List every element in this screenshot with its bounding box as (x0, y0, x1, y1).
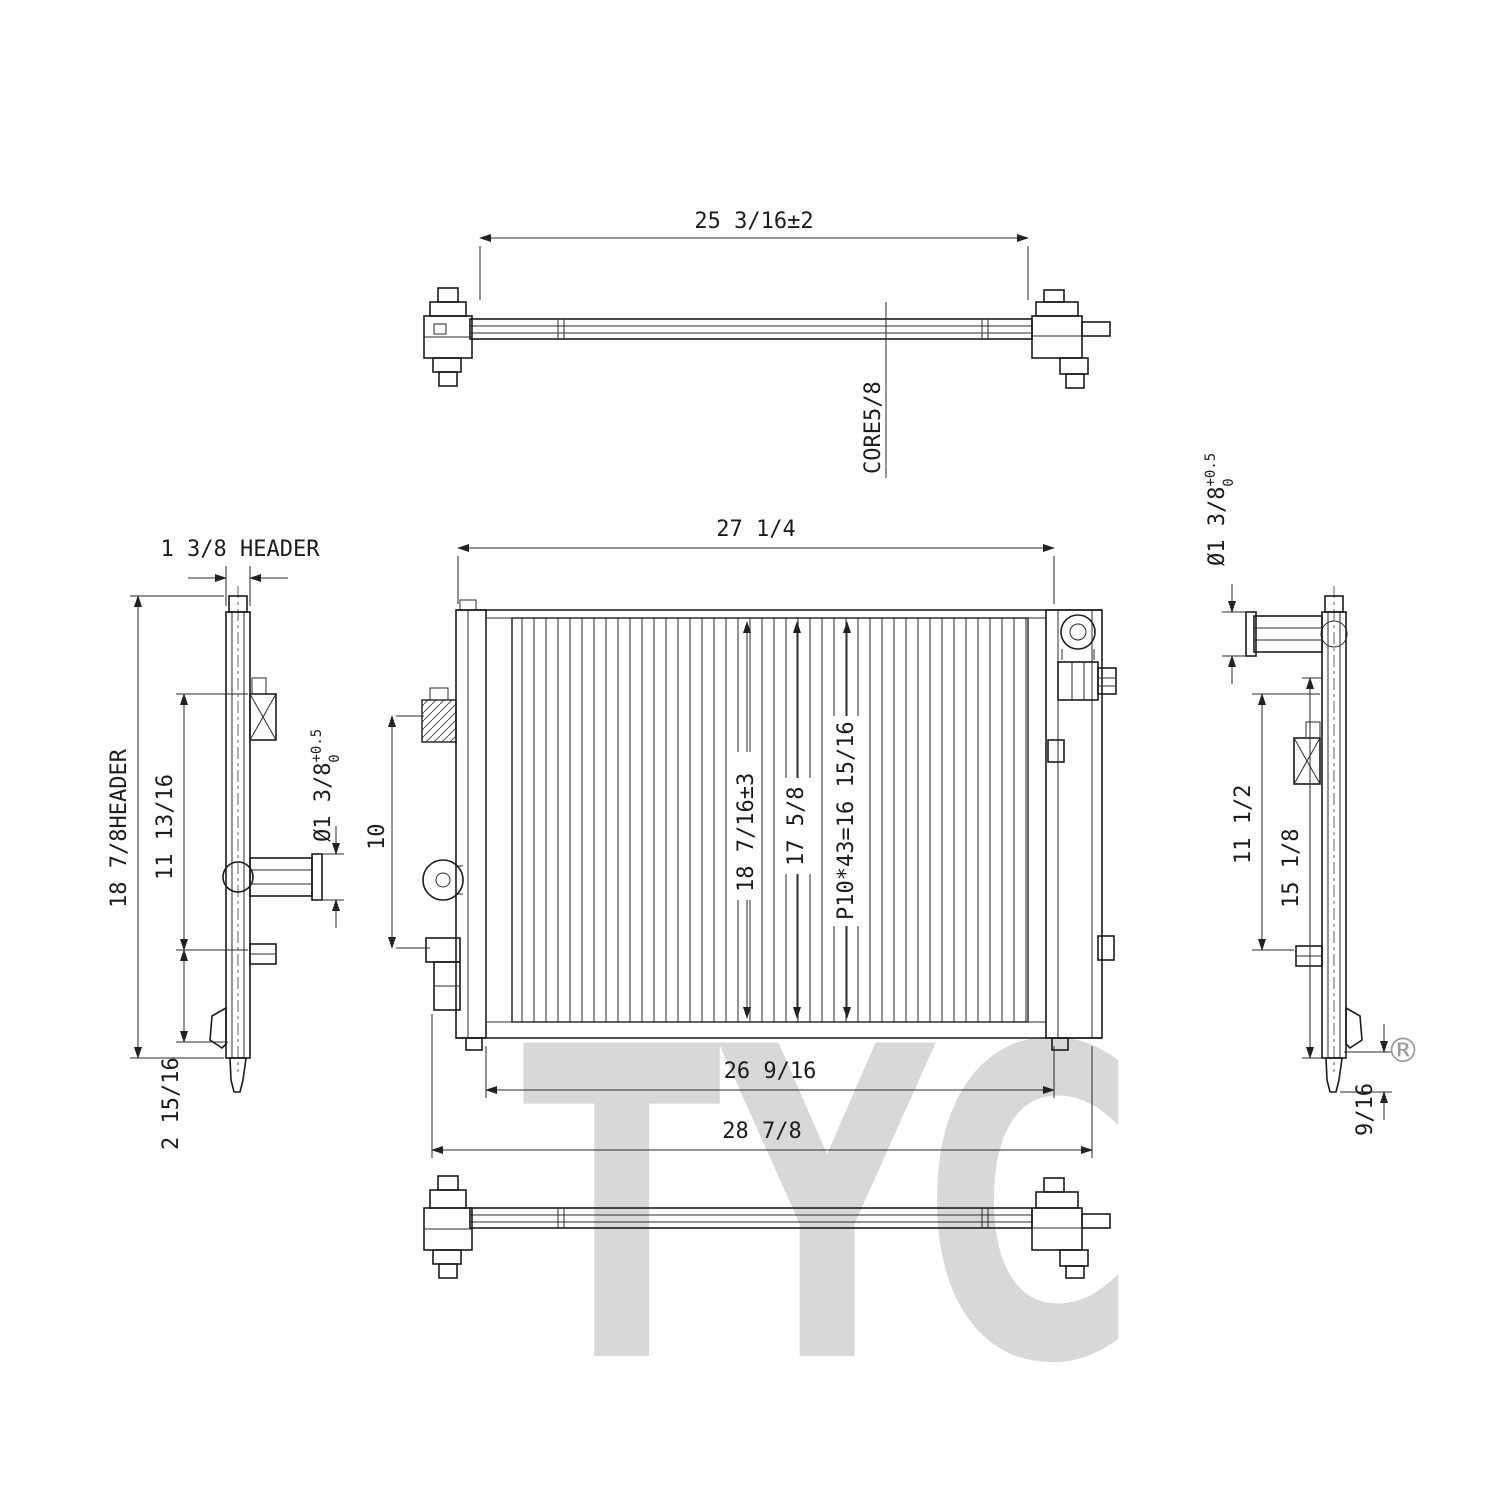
left-view-outlet-pipe (222, 853, 323, 901)
front-view-left-fin-strip (485, 617, 513, 1023)
left-tank-port (422, 859, 464, 901)
front-left-foot (465, 1037, 483, 1051)
top-view-right-bracket (1031, 289, 1111, 389)
front-left-offset-label: 10 (365, 824, 390, 851)
front-view-core (511, 617, 1029, 1023)
front-top-width-label: 27 1/4 (716, 517, 795, 542)
right-tank-connector (1057, 661, 1117, 701)
bottom-view-left-bracket (423, 1175, 473, 1279)
left-view-bracket (249, 943, 277, 965)
right-view-bottom-hook (1345, 1006, 1363, 1050)
tank-span-label: 17 5/8 (784, 787, 809, 866)
bottom-view (423, 1175, 1111, 1279)
right-view-bottom-tip (1325, 1057, 1343, 1093)
left-side-view: 1 3/8 HEADER 18 7/8HEADER 11 13/16 2 15/… (107, 537, 344, 1150)
header-width-label: 1 3/8 HEADER (161, 537, 321, 562)
top-view: 25 3/16±2 CORE5/8 (423, 209, 1111, 478)
left-view-dimensions: 1 3/8 HEADER 18 7/8HEADER 11 13/16 2 15/… (107, 537, 344, 1150)
front-right-foot (1051, 1037, 1069, 1051)
top-view-bar (469, 318, 1033, 340)
filler-cap (1060, 614, 1096, 660)
top-view-dimensions: 25 3/16±2 CORE5/8 (479, 209, 1029, 478)
left-tank-bracket (425, 937, 461, 1011)
front-inner-width-label: 26 9/16 (724, 1059, 817, 1084)
registered-trademark-symbol: ® (1386, 1031, 1420, 1071)
core-height-label: 18 7/16±3 (734, 773, 759, 892)
right-view-connector (1293, 721, 1321, 785)
right-outer-span-label: 15 1/8 (1279, 829, 1304, 908)
top-overall-width-label: 25 3/16±2 (694, 209, 813, 234)
top-view-left-bracket (423, 287, 473, 387)
right-view-inlet-pipe (1245, 611, 1348, 657)
left-port-span-label: 11 13/16 (153, 774, 178, 880)
core-depth-label: CORE5/8 (861, 381, 886, 474)
right-tank-clip (1047, 739, 1065, 763)
right-inner-span-label: 11 1/2 (1231, 785, 1256, 864)
left-view-bottom-tip (229, 1057, 247, 1093)
left-bottom-offset-label: 2 15/16 (159, 1057, 184, 1150)
front-view-dimensions: 27 1/4 10 18 7/16±3 17 5/8 P10*43=16 15/… (365, 517, 1093, 1158)
front-view: 27 1/4 10 18 7/16±3 17 5/8 P10*43=16 15/… (365, 517, 1117, 1158)
front-overall-width-label: 28 7/8 (722, 1119, 801, 1144)
left-tank-connector (421, 687, 457, 743)
left-view-connector (249, 677, 277, 741)
right-view-bracket (1295, 945, 1323, 967)
right-tank-tab (1097, 935, 1115, 961)
header-height-label: 18 7/8HEADER (107, 748, 132, 908)
tube-pitch-label: P10*43=16 15/16 (834, 721, 859, 920)
right-bottom-offset-label: 9/16 (1353, 1083, 1378, 1136)
bottom-view-right-bracket (1031, 1177, 1111, 1279)
left-view-bottom-hook (209, 1006, 227, 1050)
